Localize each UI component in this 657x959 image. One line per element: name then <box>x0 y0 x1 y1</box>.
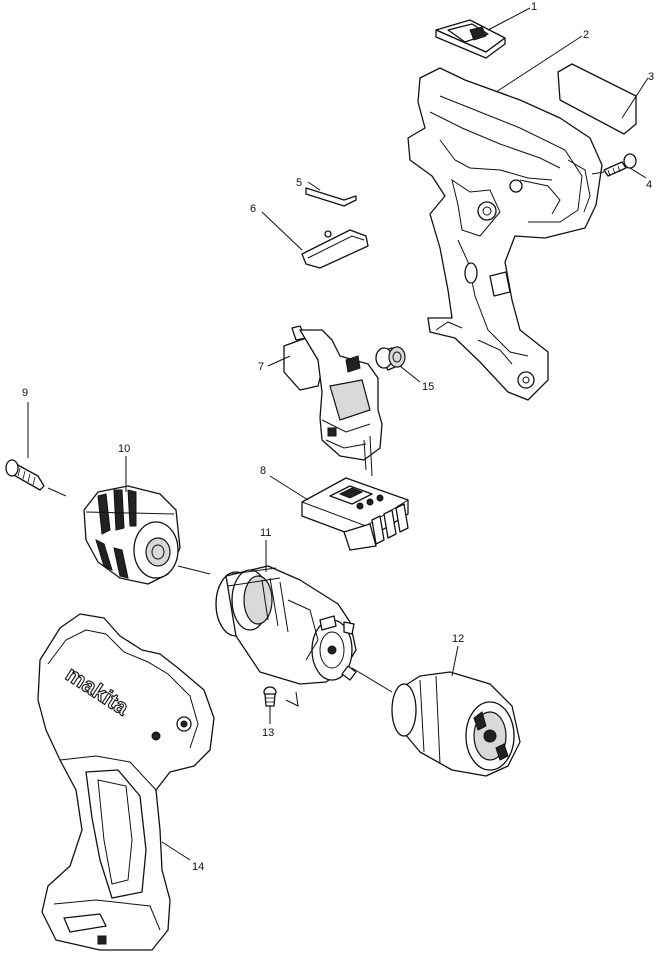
part-7-switch <box>283 325 383 477</box>
callout-9: 9 <box>22 387 28 399</box>
callout-5: 5 <box>296 177 302 189</box>
part-3-label <box>557 63 637 135</box>
callout-12: 12 <box>452 633 464 645</box>
callout-7: 7 <box>258 361 264 373</box>
callout-4: 4 <box>646 179 652 191</box>
callout-3: 3 <box>648 71 654 83</box>
part-15-bushing <box>375 346 406 371</box>
callout-15: 15 <box>422 381 434 393</box>
callout-2: 2 <box>583 29 589 41</box>
part-10-chuck <box>83 485 181 585</box>
callout-11: 11 <box>260 527 271 539</box>
callout-13: 13 <box>262 727 274 739</box>
callout-6: 6 <box>250 203 256 215</box>
part-11-gear-assembly <box>215 565 357 685</box>
part-5-strip <box>305 187 357 207</box>
part-4-screw <box>603 153 637 177</box>
leader-lines <box>27 7 649 861</box>
callout-labels: 1 2 3 4 5 6 7 8 9 10 11 12 13 14 15 <box>22 1 654 873</box>
part-13-screw <box>263 686 277 707</box>
callout-14: 14 <box>192 861 204 873</box>
part-12-motor <box>391 671 521 777</box>
part-14-housing: makita <box>37 613 215 951</box>
part-2-housing <box>407 67 603 401</box>
part-9-screw <box>5 459 45 491</box>
callout-1: 1 <box>531 1 537 13</box>
callout-10: 10 <box>118 443 130 455</box>
callout-8: 8 <box>260 465 266 477</box>
part-6-lever <box>301 229 369 269</box>
part-8-controller <box>301 477 409 551</box>
part-1-button <box>435 19 506 59</box>
